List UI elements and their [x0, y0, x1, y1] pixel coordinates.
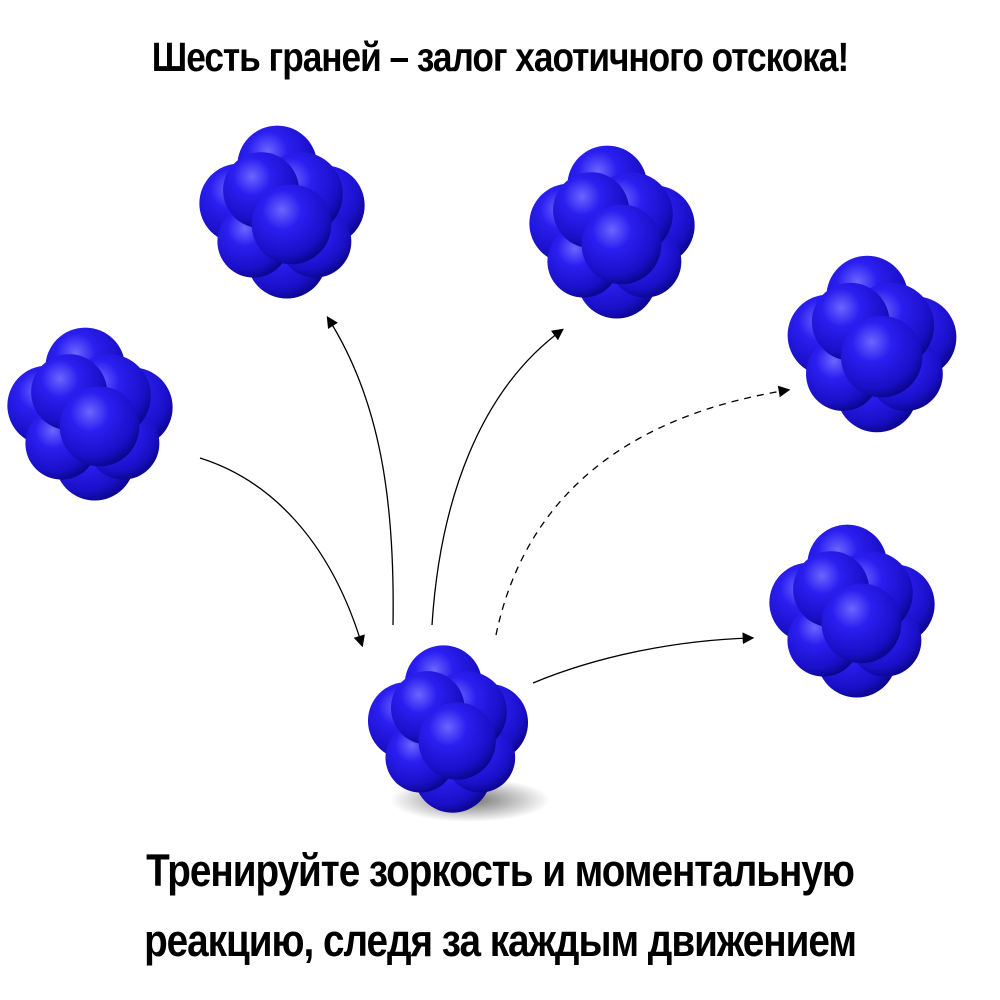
- reaction-ball-icon-top-left: [199, 125, 365, 299]
- caption-line-2: реакцию, следя за каждым движением: [144, 915, 857, 966]
- bounce-arrows: [199, 316, 791, 684]
- reaction-ball-icon-lower-right: [769, 524, 935, 698]
- caption-line-1: Тренируйте зоркость и моментальную: [146, 845, 855, 896]
- arrow-in-from-left: [199, 457, 365, 648]
- reaction-ball-icon-right: [787, 255, 957, 433]
- reaction-ball-icon-top-middle: [529, 145, 695, 319]
- headline: Шесть граней – залог хаотичного отскока!: [151, 34, 849, 80]
- arrow-to-top-right: [431, 328, 564, 626]
- arrow-to-right-dashed: [495, 385, 791, 636]
- arrow-to-top-left: [326, 316, 394, 626]
- reaction-ball-icon-left: [7, 327, 173, 501]
- arrow-to-lower-right: [532, 632, 755, 684]
